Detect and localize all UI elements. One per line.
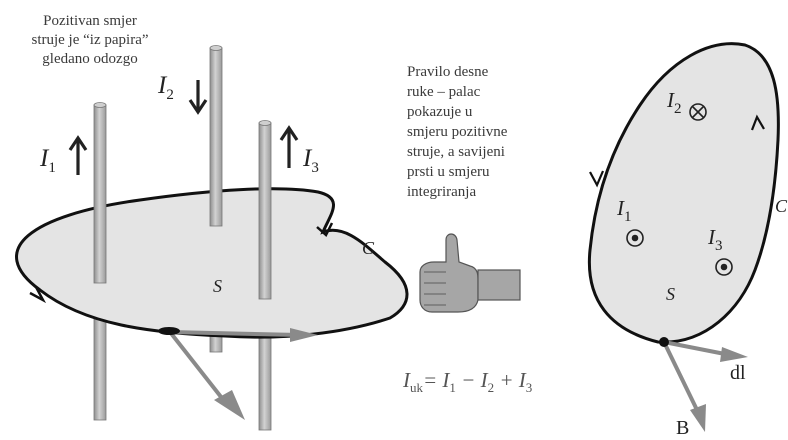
label-surface-s: S: [213, 276, 222, 296]
left-note-line: gledano odozgo: [42, 51, 138, 67]
arrow-up-icon: [68, 135, 88, 175]
current-arrows: [68, 80, 299, 175]
thumbs-up-hand-icon: [419, 233, 521, 313]
rod-1-top: [93, 102, 107, 108]
rule-line: ruke – palac: [407, 84, 481, 100]
current-out-of-page-icon: [715, 258, 733, 276]
left-note-line: struje je “iz papira”: [31, 32, 149, 48]
current-into-page-icon: [689, 103, 707, 121]
rod-2-upper: [209, 47, 223, 227]
curve-direction-arrow: [316, 222, 334, 238]
rule-line: prsti u smjeru: [407, 164, 490, 180]
left-note-line: Pozitivan smjer: [43, 13, 137, 29]
curve-direction-arrow: [29, 286, 47, 304]
arrow-down-icon: [188, 80, 208, 115]
rod-3-lower: [258, 329, 272, 431]
rod-3-upper: [258, 122, 272, 300]
rule-line: integriranja: [407, 184, 477, 200]
surface-s: [15, 187, 409, 339]
right-vectors: [662, 340, 748, 432]
label-right-i2: I2: [667, 88, 682, 117]
label-right-i3: I3: [708, 225, 723, 254]
rod-1-lower: [93, 317, 107, 421]
current-out-of-page-icon: [626, 229, 644, 247]
rule-line: pokazuje u: [407, 104, 473, 120]
point-on-curve: [158, 327, 180, 335]
rule-line: Pravilo desne: [407, 64, 489, 80]
label-curve-c: C: [362, 238, 375, 258]
label-right-c: C: [775, 196, 788, 216]
left-note: Pozitivan smjer struje je “iz papira” gl…: [0, 12, 180, 69]
arrow-up-icon: [279, 125, 299, 168]
label-i2: I2: [158, 72, 174, 103]
left-vectors: [168, 328, 318, 420]
label-dl: dl: [730, 362, 746, 384]
right-loop-c: [587, 42, 780, 344]
label-right-i1: I1: [617, 196, 632, 225]
rod-1-upper: [93, 104, 107, 284]
point-on-loop: [659, 337, 669, 347]
label-i3: I3: [303, 145, 319, 176]
label-b: B: [676, 417, 690, 439]
right-hand-rule-note: Pravilo desne ruke – palac pokazuje u sm…: [407, 62, 582, 202]
loop-direction-arrow: [589, 170, 605, 188]
rods-upper: [93, 45, 272, 300]
rule-line: smjeru pozitivne: [407, 124, 508, 140]
rod-3-top: [258, 120, 272, 126]
label-right-s: S: [666, 284, 675, 304]
equation-total-current: Iuk= I1 − I2 + I3: [403, 368, 533, 395]
loop-direction-arrow: [750, 114, 765, 131]
label-i1: I1: [40, 145, 56, 176]
rod-2-top: [209, 45, 223, 51]
rule-line: struje, a savijeni: [407, 144, 505, 160]
